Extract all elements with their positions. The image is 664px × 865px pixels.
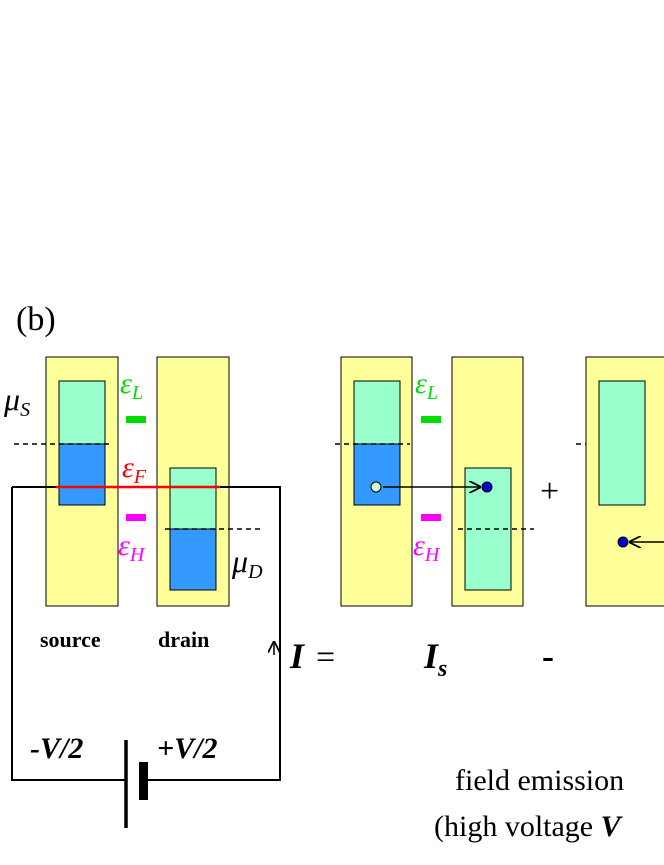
eps-h-symbol: εH [413,529,441,566]
panel-label: (b) [16,301,56,338]
negative-voltage-label: -V/2 [30,732,83,765]
mu-d-symbol: μD [231,543,263,583]
battery-short-plate [139,762,148,800]
drain-label: drain [158,627,209,652]
eps-f-symbol: εF [122,451,147,488]
eps-h-symbol: εH [118,529,146,566]
homo-level [126,514,146,521]
circuit-wire-right [148,486,281,781]
source-empty-band [353,380,401,445]
minus-sign: - [542,636,554,676]
plus-sign: + [540,473,559,510]
lumo-level [421,416,441,423]
caption-line-1: field emission [455,764,624,797]
source-empty-band [58,380,106,445]
mu-s-symbol: μS [3,381,30,421]
lumo-level [126,416,146,423]
total-current-symbol: I [289,636,306,676]
drain-current-term [576,356,664,607]
hole-circle [370,481,382,493]
equals-sign: = [316,639,335,676]
electron-circle [481,481,493,493]
source-filled-band [58,443,106,506]
source-current-term: εL εH + [335,356,559,607]
caption-line-2: (high voltage V [434,810,624,843]
drain-empty-band [169,467,217,530]
source-label: source [40,627,101,652]
positive-voltage-label: +V/2 [157,732,217,765]
drain-filled-band [169,528,217,591]
electron-circle [617,536,629,548]
source-current-symbol: Is [423,636,447,682]
left-junction: μS εL εF εH μD source drain -V/2 +V/2 [3,356,281,828]
homo-level [421,514,441,521]
circuit-wire-left [11,487,126,781]
eps-l-symbol: εL [415,367,438,404]
eps-l-symbol: εL [120,367,143,404]
source-empty-band [598,380,646,506]
current-equation: I = Is - [289,636,554,682]
source-filled-band [353,443,401,506]
